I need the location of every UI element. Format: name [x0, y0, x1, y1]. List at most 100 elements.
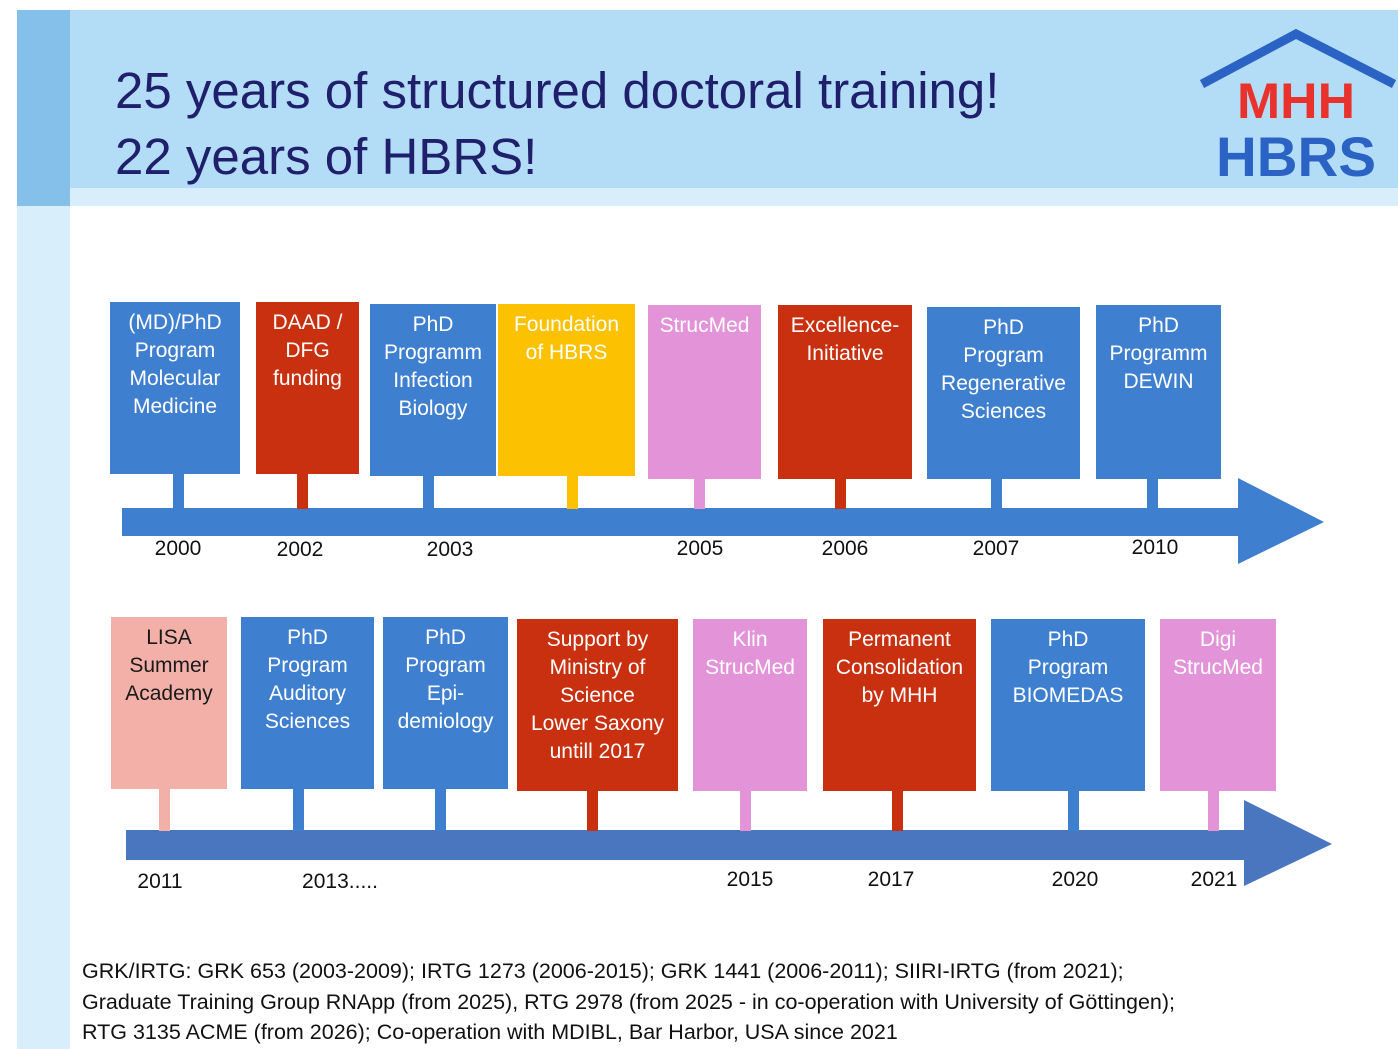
timeline-1-arrow-shape — [122, 478, 1324, 564]
timeline-1-event-connector — [835, 479, 846, 509]
timeline-1-event-label-line: DFG — [285, 339, 330, 362]
logo-mhh-text: MHH — [1237, 73, 1355, 129]
timeline-2-event-label-line: demiology — [397, 710, 494, 733]
timeline-2-event-connector — [587, 791, 598, 831]
timeline-2-event-label-line: StrucMed — [1173, 656, 1263, 679]
timeline-1-event-label-line: Programm — [383, 341, 483, 364]
timeline-1-event-label-line: Program — [963, 344, 1044, 367]
timeline-1-event-label-line: DEWIN — [1123, 370, 1194, 393]
timeline-1-event-label-line: Regenerative — [941, 372, 1066, 395]
header-banner — [17, 10, 1398, 188]
timeline-2-event-label-line: Digi — [1199, 628, 1237, 651]
timeline-2-event-label-line: Science — [560, 684, 635, 707]
timeline-1-event-label-line: PhD — [1138, 314, 1179, 337]
timeline-2-event-label-line: by MHH — [861, 684, 938, 707]
timeline-1-event-label-line: PhD — [983, 316, 1024, 339]
timeline-2-year-label: 2020 — [1051, 868, 1099, 891]
timeline-1-event-label-line: Molecular — [129, 367, 221, 390]
timeline-1-event-label-line: funding — [273, 367, 342, 390]
timeline-1-event-label-line: Foundation — [513, 313, 620, 336]
timeline-2-event-label-line: LISA — [146, 626, 192, 649]
timeline-2-year-label: 2011 — [137, 870, 183, 893]
timeline-2-year-label: 2013..... — [302, 870, 378, 893]
footer-notes: GRK/IRTG: GRK 653 (2003-2009); IRTG 1273… — [82, 956, 1372, 1048]
timeline-1-arrow — [122, 478, 1324, 564]
house-roof-icon — [1199, 28, 1396, 89]
timeline-1-event-label-line: Biology — [398, 397, 468, 420]
timeline-1-year-label: 2005 — [676, 537, 724, 560]
timeline-2-year-label: 2017 — [867, 868, 915, 891]
title-line-1: 25 years of structured doctoral training… — [115, 62, 1000, 119]
timeline-2-event-label-line: Epi- — [426, 682, 465, 705]
timeline-1-event-label-line: Excellence- — [790, 314, 900, 337]
timeline-1-event-box: Excellence- Initiative — [778, 305, 912, 479]
timeline-2-event-label-line: Support by — [546, 628, 649, 651]
timeline-2-event-connector — [435, 789, 446, 831]
timeline-1-event-box: DAAD / DFG funding — [256, 302, 359, 474]
timeline-1-event-connector — [694, 479, 705, 509]
timeline-2-year-label: 2021 — [1190, 868, 1238, 891]
timeline-1-year-label: 2003 — [426, 538, 474, 561]
mhh-hbrs-logo: MHH HBRS — [1199, 28, 1396, 186]
footer-line-3: RTG 3135 ACME (from 2026); Co-operation … — [82, 1020, 898, 1044]
timeline-2-event-label-line: PhD — [425, 626, 466, 649]
timeline-2-event-label-line: Program — [405, 654, 486, 677]
timeline-1-event-connector — [423, 476, 434, 509]
timeline-1-year-label: 2002 — [276, 538, 324, 561]
timeline-2-event-label-line: untill 2017 — [549, 740, 646, 763]
timeline-1-event-label-line: Programm — [1109, 342, 1208, 365]
timeline-1-year-label: 2000 — [154, 537, 202, 560]
title-line-2: 22 years of HBRS! — [115, 128, 538, 185]
timeline-2-event-connector — [740, 791, 751, 831]
timeline-2-event-label-line: PhD — [1047, 628, 1089, 651]
timeline-1-event-connector — [297, 474, 308, 509]
timeline-2-event-connector — [293, 789, 304, 831]
timeline-1-event-label-line: Infection — [393, 369, 473, 392]
timeline-1-year-label: 2010 — [1131, 536, 1179, 559]
footer-line-1: GRK/IRTG: GRK 653 (2003-2009); IRTG 1273… — [82, 959, 1124, 983]
timeline-2-event-label-line: PhD — [287, 626, 328, 649]
timeline-2-event-label-line: Consolidation — [835, 656, 964, 679]
timeline-1-event-box: Foundation of HBRS — [498, 304, 635, 476]
timeline-2-event-label-line: Permanent — [848, 628, 951, 651]
timeline-1-event-label-line: PhD — [412, 313, 454, 336]
timeline-1-event-label-line: Initiative — [806, 342, 884, 365]
timeline-2-event-label-line: Auditory — [268, 682, 347, 705]
timeline-1-event-connector — [567, 476, 578, 509]
timeline-1-event-label-line: of HBRS — [525, 341, 608, 364]
timeline-1-event-connector — [991, 479, 1002, 509]
timeline-2-event-label-line: Program — [1027, 656, 1109, 679]
timeline-2-event-label-line: BIOMEDAS — [1012, 684, 1124, 707]
timeline-2-event-connector — [1208, 791, 1219, 831]
timeline-1-event-connector — [173, 474, 184, 509]
timeline-2-event-label-line: Lower Saxony — [530, 712, 665, 735]
logo-hbrs-text: HBRS — [1216, 125, 1376, 186]
header-left-accent — [17, 10, 70, 206]
timeline-1-event-label-line: (MD)/PhD — [128, 311, 222, 334]
timeline-1-event-label-line: StrucMed — [659, 314, 750, 337]
timeline-1-event-box: StrucMed — [648, 305, 761, 479]
timeline-2-arrow-shape — [126, 800, 1332, 886]
timeline-2-event-label-line: Academy — [125, 682, 213, 705]
timeline-2-event-connector — [159, 789, 170, 831]
timeline-2-arrow — [126, 800, 1332, 886]
timeline-1-year-label: 2007 — [972, 537, 1020, 560]
timeline-1-event-connector — [1147, 479, 1158, 509]
timeline-1-event-label-line: Medicine — [132, 395, 218, 418]
timeline-1-year-label: 2006 — [821, 537, 869, 560]
header-lower-band — [17, 188, 1398, 206]
timeline-2-event-label-line: Program — [267, 654, 348, 677]
timeline-1-event-label-line: DAAD / — [272, 311, 343, 334]
